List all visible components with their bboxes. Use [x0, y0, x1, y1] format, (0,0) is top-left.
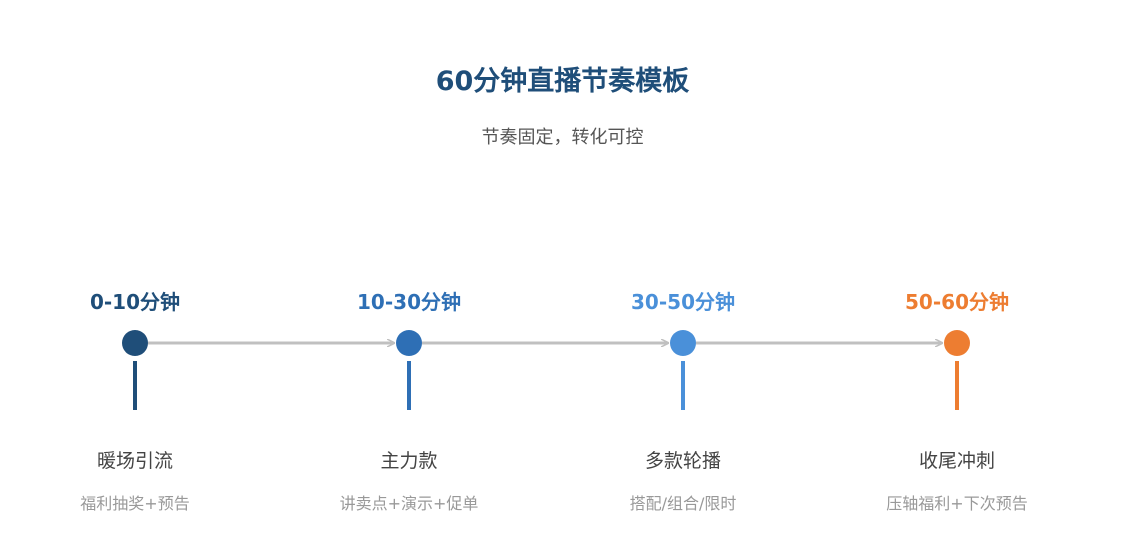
stage-name-label: 暖场引流: [96, 450, 173, 472]
stage-description: 搭配/组合/限时: [629, 494, 737, 513]
stage-name-label: 多款轮播: [644, 450, 721, 472]
stage-name-label: 收尾冲刺: [918, 450, 995, 472]
stage-time-label: 0-10分钟: [89, 290, 181, 314]
stage-description: 福利抽奖+预告: [80, 494, 190, 513]
stage-description: 压轴福利+下次预告: [886, 494, 1028, 513]
stage-time-label: 30-50分钟: [631, 290, 735, 314]
stage-warmup: 0-10分钟 暖场引流 福利抽奖+预告: [15, 0, 255, 555]
stage-main-product: 10-30分钟 主力款 讲卖点+演示+促单: [289, 0, 529, 555]
page-subtitle: 节奏固定，转化可控: [481, 127, 644, 148]
stage-rotation: 30-50分钟 多款轮播 搭配/组合/限时: [563, 0, 803, 555]
stage-time-label: 50-60分钟: [905, 290, 1009, 314]
page-title: 60分钟直播节奏模板: [435, 66, 690, 97]
stage-time-label: 10-30分钟: [357, 290, 461, 314]
timeline-stems: [133, 361, 959, 410]
stage-name-label: 主力款: [380, 450, 438, 472]
stage-description: 讲卖点+演示+促单: [339, 494, 479, 513]
stage-closing: 50-60分钟 收尾冲刺 压轴福利+下次预告: [837, 0, 1077, 555]
